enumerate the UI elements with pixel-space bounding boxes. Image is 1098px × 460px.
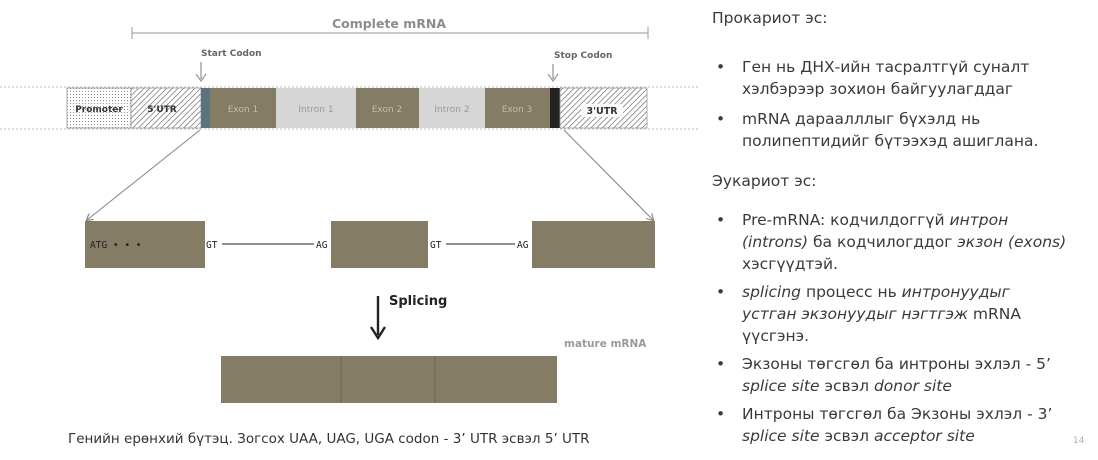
start-codon-marker xyxy=(201,88,210,128)
atg-label: ATG • • • xyxy=(90,240,141,251)
list-item-line: Pre-mRNA: кодчилдоггүй интрон xyxy=(742,209,1066,231)
utr3-label: 3'UTR xyxy=(586,106,618,117)
gene-structure-diagram: Complete mRNA Start Codon Stop Codon Pro… xyxy=(0,14,700,403)
exon-3-label: Exon 3 xyxy=(502,105,533,115)
eukaryote-list: Pre-mRNA: кодчилдоггүй интрон(introns) б… xyxy=(712,209,1066,447)
page-number: 14 xyxy=(1073,436,1085,446)
text-run: Ген нь ДНХ-ийн тасралтгүй суналт xyxy=(742,58,1030,76)
list-item-line: Экзоны төгсгөл ба интроны эхлэл - 5’ xyxy=(742,353,1066,375)
figure-caption: Генийн ерөнхий бүтэц. Зогсох UAA, UAG, U… xyxy=(68,431,590,447)
text-run: хэсгүүдтэй. xyxy=(742,255,838,273)
exon-2-label: Exon 2 xyxy=(372,105,403,115)
pre-mrna-exon-1 xyxy=(85,221,205,268)
prokaryote-heading: Прокариот эс: xyxy=(712,9,828,27)
pre-mrna-exon-3 xyxy=(532,221,655,268)
pre-mrna-exon-2 xyxy=(331,221,428,268)
list-item: Pre-mRNA: кодчилдоггүй интрон(introns) б… xyxy=(712,209,1066,275)
italic-text: acceptor site xyxy=(873,427,975,445)
list-item-line: хэлбэрээр зохион байгуулагддаг xyxy=(742,78,1038,100)
start-codon-label: Start Codon xyxy=(201,49,262,59)
mature-exon-2 xyxy=(341,356,435,403)
exon-1-label: Exon 1 xyxy=(228,105,259,115)
italic-text: (introns) xyxy=(742,233,809,251)
italic-text: устган экзонуудыг нэгтгэж xyxy=(742,305,968,323)
gt-label-1: GT xyxy=(206,240,218,251)
text-run: Pre-mRNA: кодчилдоггүй xyxy=(742,211,950,229)
mature-exon-1 xyxy=(221,356,341,403)
exon-3-segment xyxy=(485,88,550,128)
text-run: хэлбэрээр зохион байгуулагддаг xyxy=(742,80,1014,98)
text-run: mRNA xyxy=(967,305,1021,323)
italic-text: экзон (exons) xyxy=(957,233,1067,251)
start-codon-arrow-icon xyxy=(195,62,207,83)
splicing-arrow-icon xyxy=(369,296,387,341)
text-run: Экзоны төгсгөл ба интроны эхлэл - 5’ xyxy=(742,355,1051,373)
exon-1-segment xyxy=(210,88,276,128)
list-item-line: splicing процесс нь интронуудыг xyxy=(742,281,1066,303)
expand-right-arrow-icon xyxy=(563,129,653,220)
ag-label-2: AG xyxy=(517,240,529,251)
ag-label-1: AG xyxy=(316,240,328,251)
list-item-line: splice site эсвэл acceptor site xyxy=(742,425,1066,447)
list-item-line: хэсгүүдтэй. xyxy=(742,253,1066,275)
mature-exon-3 xyxy=(435,356,557,403)
text-run: mRNA дараалллыг бүхэлд нь xyxy=(742,110,981,128)
list-item-line: splice site эсвэл donor site xyxy=(742,375,1066,397)
italic-text: интрон xyxy=(949,211,1009,229)
stop-codon-marker xyxy=(550,88,560,128)
expand-left-arrow-icon xyxy=(87,129,201,220)
list-item: Ген нь ДНХ-ийн тасралтгүй суналт хэлбэрээ… xyxy=(712,56,1038,100)
promoter-segment xyxy=(66,87,132,129)
text-run: үүсгэнэ. xyxy=(742,327,810,345)
list-item: Интроны төгсгөл ба Экзоны эхлэл - 3’ spli… xyxy=(712,403,1066,447)
intron-2-label: Intron 2 xyxy=(434,105,469,115)
stop-codon-label: Stop Codon xyxy=(554,51,612,61)
promoter-label: Promoter xyxy=(75,105,123,115)
complete-mrna-bracket xyxy=(131,27,649,39)
intron-2-segment xyxy=(419,88,485,128)
exon-2-segment xyxy=(356,88,419,128)
gt-label-2: GT xyxy=(430,240,442,251)
italic-text: splice site xyxy=(742,427,820,445)
italic-text: donor site xyxy=(873,377,952,395)
list-item-line: устган экзонуудыг нэгтгэж mRNA xyxy=(742,303,1066,325)
italic-text: splicing xyxy=(742,283,802,301)
stop-codon-arrow-icon xyxy=(547,64,559,83)
text-run: эсвэл xyxy=(819,427,874,445)
italic-text: splice site xyxy=(742,377,820,395)
italic-text: интронуудыг xyxy=(901,283,1010,301)
prokaryote-list: Ген нь ДНХ-ийн тасралтгүй суналт хэлбэрээ… xyxy=(712,56,1038,152)
text-run: эсвэл xyxy=(819,377,874,395)
list-item-line: полипептидийг бүтээхэд ашиглана. xyxy=(742,130,1038,152)
eukaryote-heading: Эукариот эс: xyxy=(712,172,817,190)
text-run: Интроны төгсгөл ба Экзоны эхлэл - 3’ xyxy=(742,405,1053,423)
list-item-line: Ген нь ДНХ-ийн тасралтгүй суналт xyxy=(742,56,1038,78)
intron-1-label: Intron 1 xyxy=(298,105,333,115)
complete-mrna-label: Complete mRNA xyxy=(332,16,446,31)
list-item: Экзоны төгсгөл ба интроны эхлэл - 5’ spli… xyxy=(712,353,1066,397)
utr5-segment xyxy=(130,87,202,129)
splicing-label: Splicing xyxy=(389,294,447,309)
utr5-label: 5'UTR xyxy=(147,105,176,115)
text-run: полипептидийг бүтээхэд ашиглана. xyxy=(742,132,1039,150)
list-item-line: (introns) ба кодчилогддог экзон (exons) xyxy=(742,231,1066,253)
text-run: процесс нь xyxy=(801,283,902,301)
list-item-line: mRNA дараалллыг бүхэлд нь xyxy=(742,108,1038,130)
mature-mrna-label: mature mRNA xyxy=(564,338,647,350)
text-run: ба кодчилогддог xyxy=(808,233,958,251)
list-item-line: үүсгэнэ. xyxy=(742,325,1066,347)
intron-1-segment xyxy=(276,88,356,128)
list-item: mRNA дараалллыг бүхэлд нь полипептидийг б… xyxy=(712,108,1038,152)
list-item-line: Интроны төгсгөл ба Экзоны эхлэл - 3’ xyxy=(742,403,1066,425)
